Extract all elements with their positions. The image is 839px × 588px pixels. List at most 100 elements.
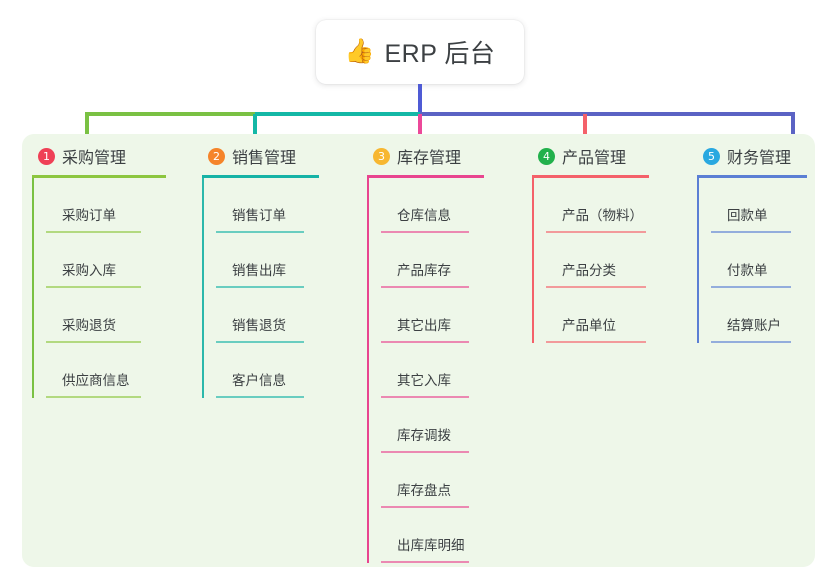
column-items: 销售订单销售出库销售退货客户信息 (202, 178, 357, 398)
menu-item[interactable]: 其它出库 (381, 288, 522, 343)
menu-item-label: 供应商信息 (62, 373, 130, 388)
column-header-4[interactable]: 4 产品管理 (522, 143, 687, 169)
menu-item-underline (546, 341, 646, 343)
column-title: 产品管理 (562, 150, 627, 167)
menu-item-label: 其它出库 (397, 318, 451, 333)
column-underline (202, 175, 319, 178)
menu-item-label: 客户信息 (232, 373, 286, 388)
menu-item-underline (381, 286, 469, 288)
column-items: 产品（物料） 产品分类产品单位 (532, 178, 687, 343)
menu-item-underline (381, 231, 469, 233)
column-underline (532, 175, 649, 178)
menu-item[interactable]: 销售订单 (216, 178, 357, 233)
menu-item-label: 销售订单 (232, 208, 286, 223)
column-badge-icon: 4 (538, 147, 555, 165)
segment-green (85, 112, 255, 116)
root-node-card[interactable]: 👍 ERP 后台 (316, 20, 524, 84)
menu-item[interactable]: 回款单 (711, 178, 815, 233)
menu-item-underline (381, 341, 469, 343)
segment-blue (420, 112, 795, 116)
column-spine (532, 178, 534, 343)
menu-item-label: 销售出库 (232, 263, 286, 278)
menu-item-underline (381, 396, 469, 398)
menu-item-underline (711, 286, 791, 288)
menu-item-underline (216, 341, 304, 343)
column-spine (202, 178, 204, 398)
menu-item[interactable]: 销售退货 (216, 288, 357, 343)
root-node-label: ERP 后台 (384, 40, 496, 68)
menu-item-label: 产品库存 (397, 263, 451, 278)
menu-item-label: 结算账户 (727, 318, 781, 333)
column-items: 仓库信息产品库存其它出库其它入库库存调拨库存盘点出库库明细 (367, 178, 522, 563)
drop-inventory (418, 114, 422, 142)
column-title: 财务管理 (727, 150, 792, 167)
menu-item-label: 产品分类 (562, 263, 616, 278)
column-2: 2 销售管理销售订单销售出库销售退货客户信息 (192, 134, 357, 567)
menu-item[interactable]: 客户信息 (216, 343, 357, 398)
menu-item[interactable]: 销售出库 (216, 233, 357, 288)
menu-item-label: 付款单 (727, 263, 768, 278)
drop-sales (253, 114, 257, 142)
thumbs-up-icon: 👍 (344, 38, 375, 65)
menu-item-label: 产品单位 (562, 318, 616, 333)
diagram-panel-background (22, 134, 815, 567)
menu-item[interactable]: 产品库存 (381, 233, 522, 288)
menu-item[interactable]: 库存盘点 (381, 453, 522, 508)
menu-item-underline (711, 231, 791, 233)
column-badge-icon: 1 (38, 147, 55, 165)
menu-item-underline (381, 506, 469, 508)
menu-item-label: 库存调拨 (397, 428, 451, 443)
menu-item-label: 销售退货 (232, 318, 286, 333)
menu-item-underline (381, 561, 469, 563)
column-items: 回款单付款单结算账户 (697, 178, 815, 343)
menu-item-label: 采购入库 (62, 263, 116, 278)
column-underline (367, 175, 484, 178)
drop-product (583, 114, 587, 142)
menu-item[interactable]: 采购退货 (46, 288, 192, 343)
menu-item[interactable]: 结算账户 (711, 288, 815, 343)
menu-item[interactable]: 库存调拨 (381, 398, 522, 453)
menu-item[interactable]: 采购订单 (46, 178, 192, 233)
menu-item-underline (216, 231, 304, 233)
column-spine (32, 178, 34, 398)
menu-item[interactable]: 仓库信息 (381, 178, 522, 233)
menu-item-underline (546, 286, 646, 288)
column-badge-icon: 2 (208, 147, 225, 165)
column-underline (697, 175, 807, 178)
column-title: 销售管理 (232, 150, 297, 167)
menu-item[interactable]: 其它入库 (381, 343, 522, 398)
menu-item-label: 回款单 (727, 208, 768, 223)
menu-item-label: 库存盘点 (397, 483, 451, 498)
menu-item[interactable]: 产品单位 (546, 288, 687, 343)
column-spine (697, 178, 699, 343)
column-header-2[interactable]: 2 销售管理 (192, 143, 357, 169)
menu-item[interactable]: 出库库明细 (381, 508, 522, 563)
menu-item-label: 采购订单 (62, 208, 116, 223)
menu-item-underline (711, 341, 791, 343)
menu-item-underline (46, 286, 141, 288)
menu-item-label: 其它入库 (397, 373, 451, 388)
menu-item-underline (546, 231, 646, 233)
menu-item-label: 产品（物料） (562, 208, 643, 223)
menu-item[interactable]: 付款单 (711, 233, 815, 288)
menu-item-underline (46, 341, 141, 343)
menu-item-underline (381, 451, 469, 453)
menu-item[interactable]: 供应商信息 (46, 343, 192, 398)
menu-item[interactable]: 产品分类 (546, 233, 687, 288)
segment-teal (255, 112, 420, 116)
menu-item[interactable]: 产品（物料） (546, 178, 687, 233)
menu-item-label: 采购退货 (62, 318, 116, 333)
column-items: 采购订单采购入库采购退货供应商信息 (32, 178, 192, 398)
column-title: 库存管理 (397, 150, 462, 167)
column-underline (32, 175, 166, 178)
drop-purchase (85, 114, 89, 142)
menu-item[interactable]: 采购入库 (46, 233, 192, 288)
column-4: 4 产品管理产品（物料） 产品分类产品单位 (522, 134, 687, 567)
